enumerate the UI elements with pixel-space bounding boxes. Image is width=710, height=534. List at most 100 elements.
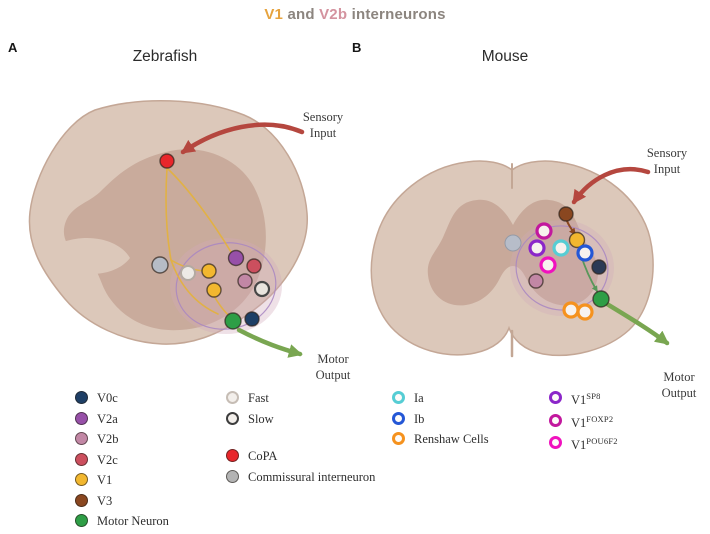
sensory-input-arrow bbox=[180, 122, 305, 155]
legend-label: V1POU6F2 bbox=[571, 436, 618, 453]
legend-item: V0c bbox=[75, 390, 225, 406]
legend-item: V1POU6F2 bbox=[549, 435, 699, 453]
v2b-neuron bbox=[528, 273, 544, 289]
legend-label: V2a bbox=[97, 411, 118, 426]
zebrafish-cross-section bbox=[28, 99, 308, 358]
legend-item: V1SP8 bbox=[549, 390, 699, 408]
gray-matter-notch bbox=[61, 237, 130, 274]
outline-circle-marker bbox=[226, 411, 239, 425]
central-canal bbox=[504, 234, 522, 252]
outline-circle-marker bbox=[226, 391, 239, 404]
legend-label: V2c bbox=[97, 452, 118, 467]
renshaw-neuron bbox=[576, 303, 594, 321]
v1-foxp2-neuron bbox=[535, 222, 553, 240]
legend-item: Motor Neuron bbox=[75, 513, 225, 529]
legend-label: V0c bbox=[97, 391, 118, 405]
legend-item: Ib bbox=[392, 411, 542, 427]
filled-circle-marker bbox=[75, 473, 88, 486]
title-rest: interneurons bbox=[347, 6, 446, 23]
ring-circle-marker bbox=[549, 413, 562, 427]
legend-label: V1 bbox=[97, 473, 113, 487]
figure-title: V1 and V2b interneurons bbox=[0, 6, 710, 23]
copa-neuron bbox=[159, 153, 175, 169]
zebrafish-neurons bbox=[151, 153, 271, 330]
legend-item: V1FOXP2 bbox=[549, 413, 699, 431]
legend-label: Slow bbox=[248, 411, 274, 426]
mouse-neurons bbox=[528, 206, 610, 321]
ring-circle-marker bbox=[392, 432, 405, 445]
commissural-neuron bbox=[151, 256, 169, 274]
legend-label: Renshaw Cells bbox=[414, 432, 489, 446]
ia-neuron bbox=[552, 239, 570, 257]
slow-neuron bbox=[253, 280, 271, 298]
legend-label: Ib bbox=[414, 411, 425, 426]
legend-item: V2c bbox=[75, 452, 225, 468]
v2c-neuron bbox=[246, 258, 262, 274]
filled-circle-marker bbox=[75, 452, 88, 466]
filled-circle-marker bbox=[75, 432, 88, 445]
v2a-neuron bbox=[227, 249, 245, 267]
motor-neuron bbox=[592, 290, 610, 308]
filled-circle-marker bbox=[75, 411, 88, 425]
motor-neuron bbox=[224, 312, 242, 330]
legend-item: V1 bbox=[75, 472, 225, 488]
panel-b-label: B bbox=[352, 40, 362, 55]
legend-item: Ia bbox=[392, 390, 542, 406]
legend-item: V2b bbox=[75, 431, 225, 447]
legend-item: V3 bbox=[75, 493, 225, 509]
sensory-input-label-b: Sensory Input bbox=[646, 146, 688, 176]
panel-a-title: Zebrafish bbox=[132, 48, 198, 65]
filled-circle-marker bbox=[75, 514, 88, 527]
ring-circle-marker bbox=[549, 436, 562, 450]
panel-a-label: A bbox=[8, 40, 18, 55]
title-and: and bbox=[283, 6, 320, 23]
filled-circle-marker bbox=[226, 449, 239, 462]
motor-output-label-a: Motor Output bbox=[315, 352, 351, 382]
motor-output-arrow bbox=[604, 301, 670, 346]
panel-b-title: Mouse bbox=[481, 48, 529, 65]
motor-output-arrow bbox=[236, 327, 303, 358]
legend-label: Commissural interneuron bbox=[248, 469, 376, 484]
v3-neuron bbox=[558, 206, 574, 222]
v1-sp8-neuron bbox=[528, 239, 546, 257]
title-v2b: V2b bbox=[319, 6, 348, 23]
legend-item: Renshaw Cells bbox=[392, 431, 542, 447]
legend-label: Motor Neuron bbox=[97, 514, 169, 528]
ring-circle-marker bbox=[392, 391, 405, 404]
title-v1: V1 bbox=[264, 6, 284, 23]
motor-output-label-b: Motor Output bbox=[661, 370, 697, 400]
renshaw-neuron bbox=[562, 301, 580, 319]
v1-neuron bbox=[206, 282, 222, 298]
premotor-region-outline bbox=[515, 225, 609, 311]
legend-label: Ia bbox=[414, 391, 424, 405]
v0c-neuron bbox=[591, 259, 607, 275]
legend-label: V2b bbox=[97, 432, 119, 446]
legend-label: CoPA bbox=[248, 449, 278, 463]
filled-circle-marker bbox=[75, 493, 88, 507]
v2b-neuron bbox=[237, 273, 253, 289]
legend-spacer bbox=[226, 431, 376, 448]
legend-label-superscript: POU6F2 bbox=[586, 436, 618, 447]
figure: V1 and V2b interneurons A Zebrafish B Mo… bbox=[0, 6, 710, 528]
legend-item: Fast bbox=[226, 390, 376, 406]
filled-circle-marker bbox=[226, 469, 239, 483]
legend-label: Fast bbox=[248, 391, 269, 405]
v1-neuron bbox=[568, 231, 586, 249]
ring-circle-marker bbox=[549, 391, 562, 404]
v1-pou6f2-neuron bbox=[539, 256, 557, 274]
v0c-neuron bbox=[244, 311, 260, 327]
legend-item: Commissural interneuron bbox=[226, 469, 376, 485]
ring-circle-marker bbox=[392, 411, 405, 425]
legend-item: V2a bbox=[75, 411, 225, 427]
legend-label: V1FOXP2 bbox=[571, 413, 614, 430]
filled-circle-marker bbox=[75, 391, 88, 404]
v1-neuron bbox=[201, 263, 217, 279]
sensory-input-arrow bbox=[571, 166, 651, 205]
legend-item: CoPA bbox=[226, 448, 376, 464]
legend-label: V3 bbox=[97, 493, 113, 508]
